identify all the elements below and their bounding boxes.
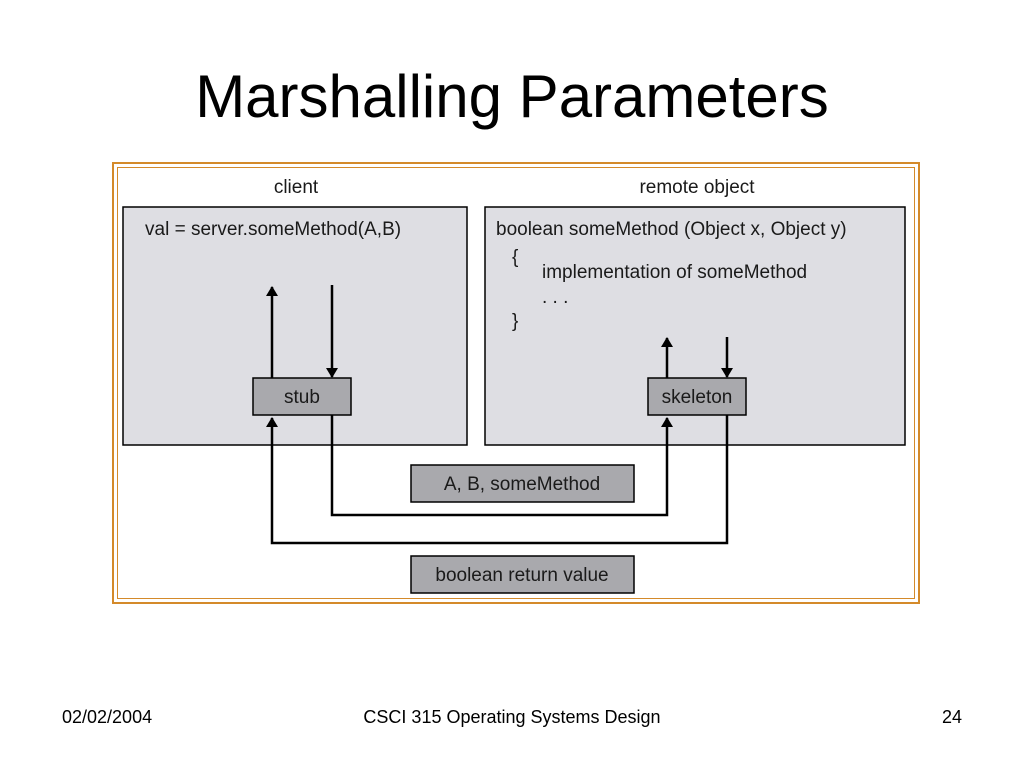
slide-title: Marshalling Parameters (195, 63, 829, 130)
skeleton-box (647, 377, 747, 416)
remote-code-ellipsis: . . . (542, 287, 568, 308)
return-path (266, 415, 729, 545)
remote-code-signature: boolean someMethod (Object x, Object y) (496, 219, 847, 240)
request-message-label: A, B, someMethod (444, 474, 600, 495)
footer-page-number: 24 (941, 707, 962, 727)
stub-box (252, 377, 352, 416)
client-label: client (274, 177, 319, 198)
stub-label: stub (284, 387, 320, 408)
diagram-frame-inner-border (117, 167, 915, 599)
footer-date: 02/02/2004 (62, 707, 153, 727)
client-code: val = server.someMethod(A,B) (145, 219, 401, 240)
client-panel (122, 206, 468, 446)
remote-code-close-brace: } (512, 311, 518, 332)
request-message-box (410, 464, 635, 503)
return-message-label: boolean return value (435, 565, 608, 586)
footer-course: CSCI 315 Operating Systems Design (363, 707, 661, 727)
remote-code-implementation: implementation of someMethod (542, 262, 807, 283)
return-message-box (410, 555, 635, 594)
remote-object-label: remote object (639, 177, 755, 198)
request-path (330, 415, 673, 517)
remote-code-open-brace: { (512, 247, 519, 268)
skeleton-label: skeleton (662, 387, 733, 408)
